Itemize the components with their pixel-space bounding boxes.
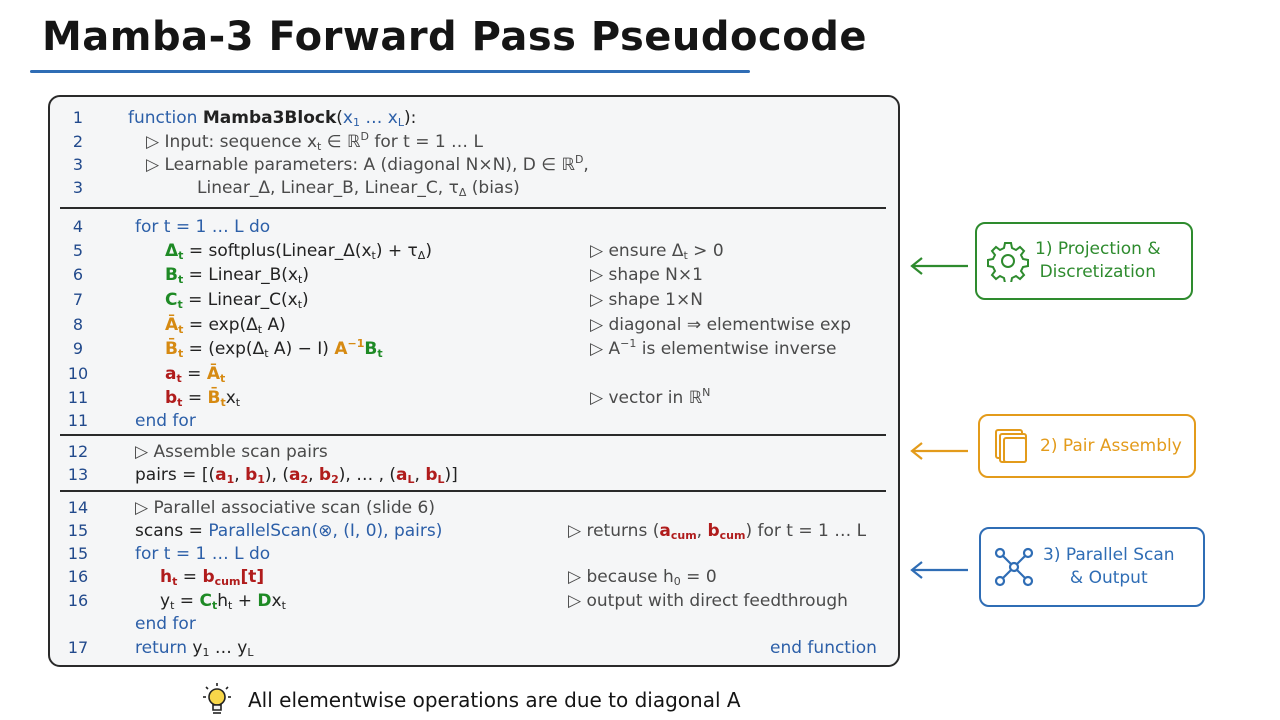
- lightbulb-icon: [203, 683, 231, 714]
- callout-parallel-scan-output: 3) Parallel Scan & Output: [979, 527, 1205, 607]
- code-line-b-bar: B̄t = (exp(Δt A) − I) A−1Bt: [165, 337, 383, 360]
- callout-label: 3) Parallel Scan & Output: [1043, 545, 1175, 588]
- callout-label: 1) Projection & Discretization: [1035, 239, 1161, 282]
- line-number: 15: [67, 521, 89, 540]
- callout-label: 2) Pair Assembly: [1040, 435, 1182, 456]
- code-line-for-loop-2: for t = 1 … L do: [135, 544, 271, 564]
- line-number: 7: [72, 290, 84, 309]
- line-number: 15: [67, 544, 89, 563]
- comment-vector: ▷ vector in ℝN: [590, 386, 711, 408]
- comment-ensure-delta: ▷ ensure Δt > 0: [590, 241, 724, 262]
- code-line-a-t: at = Āt: [165, 364, 226, 385]
- code-line-y-t: yt = Ctht + Dxt: [160, 591, 286, 612]
- stack-icon: [995, 429, 1027, 463]
- line-number: 17: [67, 638, 89, 657]
- section-divider: [60, 490, 886, 492]
- code-line-b-t: bt = B̄txt: [165, 388, 241, 409]
- comment-diagonal-exp: ▷ diagonal ⇒ elementwise exp: [590, 315, 852, 335]
- code-line-delta: Δt = softplus(Linear_Δ(xt) + τΔ): [165, 241, 432, 262]
- arrow-left-icon: [910, 561, 968, 579]
- line-number: 10: [67, 364, 89, 383]
- code-line-a-bar: Āt = exp(Δt A): [165, 315, 286, 336]
- code-line-end-for-2: end for: [135, 614, 196, 634]
- parallel-scan-call: ParallelScan(⊗, (I, 0), pairs): [208, 521, 443, 541]
- code-line-parallel-comment: ▷ Parallel associative scan (slide 6): [135, 498, 435, 518]
- comment-inverse: ▷ A−1 is elementwise inverse: [590, 337, 837, 359]
- comment-shape-nx1: ▷ shape N×1: [590, 265, 703, 285]
- line-number: 4: [72, 217, 84, 236]
- code-line-return: return y1 … yL: [135, 638, 254, 659]
- code-line-scans: scans = ParallelScan(⊗, (I, 0), pairs): [135, 521, 443, 541]
- line-number: 9: [72, 339, 84, 358]
- code-line-assemble-comment: ▷ Assemble scan pairs: [135, 442, 328, 462]
- pseudocode-panel: [48, 95, 900, 667]
- code-line-pairs: pairs = [(a1, b1), (a2, b2), … , (aL, bL…: [135, 465, 458, 486]
- line-number: 13: [67, 465, 89, 484]
- section-divider: [60, 207, 886, 209]
- line-number: 8: [72, 315, 84, 334]
- line-number: 1: [72, 108, 84, 127]
- arrow-left-icon: [910, 442, 968, 460]
- comment-shape-1xn: ▷ shape 1×N: [590, 290, 703, 310]
- line-number: 2: [72, 132, 84, 151]
- code-line-b: Bt = Linear_B(xt): [165, 265, 309, 286]
- network-icon: [994, 547, 1034, 587]
- line-number: 6: [72, 265, 84, 284]
- callout-pair-assembly: 2) Pair Assembly: [978, 414, 1196, 478]
- line-number: 11: [67, 411, 89, 430]
- arrow-left-icon: [910, 257, 968, 275]
- section-divider: [60, 434, 886, 436]
- comment-returns: ▷ returns (acum, bcum) for t = 1 … L: [568, 521, 867, 542]
- function-name: Mamba3Block: [202, 108, 337, 128]
- comment-output: ▷ output with direct feedthrough: [568, 591, 848, 611]
- comment-because: ▷ because h0 = 0: [568, 567, 717, 588]
- line-number: 3: [72, 155, 84, 174]
- code-line-params-continued: Linear_Δ, Linear_B, Linear_C, τΔ (bias): [197, 178, 520, 199]
- line-number: 11: [67, 388, 89, 407]
- line-number: 12: [67, 442, 89, 461]
- code-line-end-for: end for: [135, 411, 196, 431]
- code-line-input-comment: ▷ Input: sequence xt ∈ ℝD for t = 1 … L: [146, 130, 483, 153]
- code-line-for-loop: for t = 1 … L do: [135, 217, 271, 237]
- gear-icon: [987, 242, 1029, 282]
- footer-note: All elementwise operations are due to di…: [200, 682, 741, 718]
- title-underline: [30, 70, 750, 73]
- code-line-c: Ct = Linear_C(xt): [165, 290, 309, 311]
- code-line-function-signature: function Mamba3Block(x1 … xL):: [128, 108, 417, 129]
- line-number: 16: [67, 567, 89, 586]
- callout-projection-discretization: 1) Projection & Discretization: [975, 222, 1193, 300]
- end-function-label: end function: [770, 638, 877, 658]
- line-number: 5: [72, 241, 84, 260]
- page-title: Mamba-3 Forward Pass Pseudocode: [42, 14, 867, 60]
- line-number: 16: [67, 591, 89, 610]
- code-line-params-comment: ▷ Learnable parameters: A (diagonal N×N)…: [146, 153, 589, 175]
- line-number: 3: [72, 178, 84, 197]
- footer-text: All elementwise operations are due to di…: [248, 688, 741, 712]
- code-line-h-t: ht = bcum[t]: [160, 567, 265, 588]
- keyword-function: function: [128, 108, 198, 128]
- line-number: 14: [67, 498, 89, 517]
